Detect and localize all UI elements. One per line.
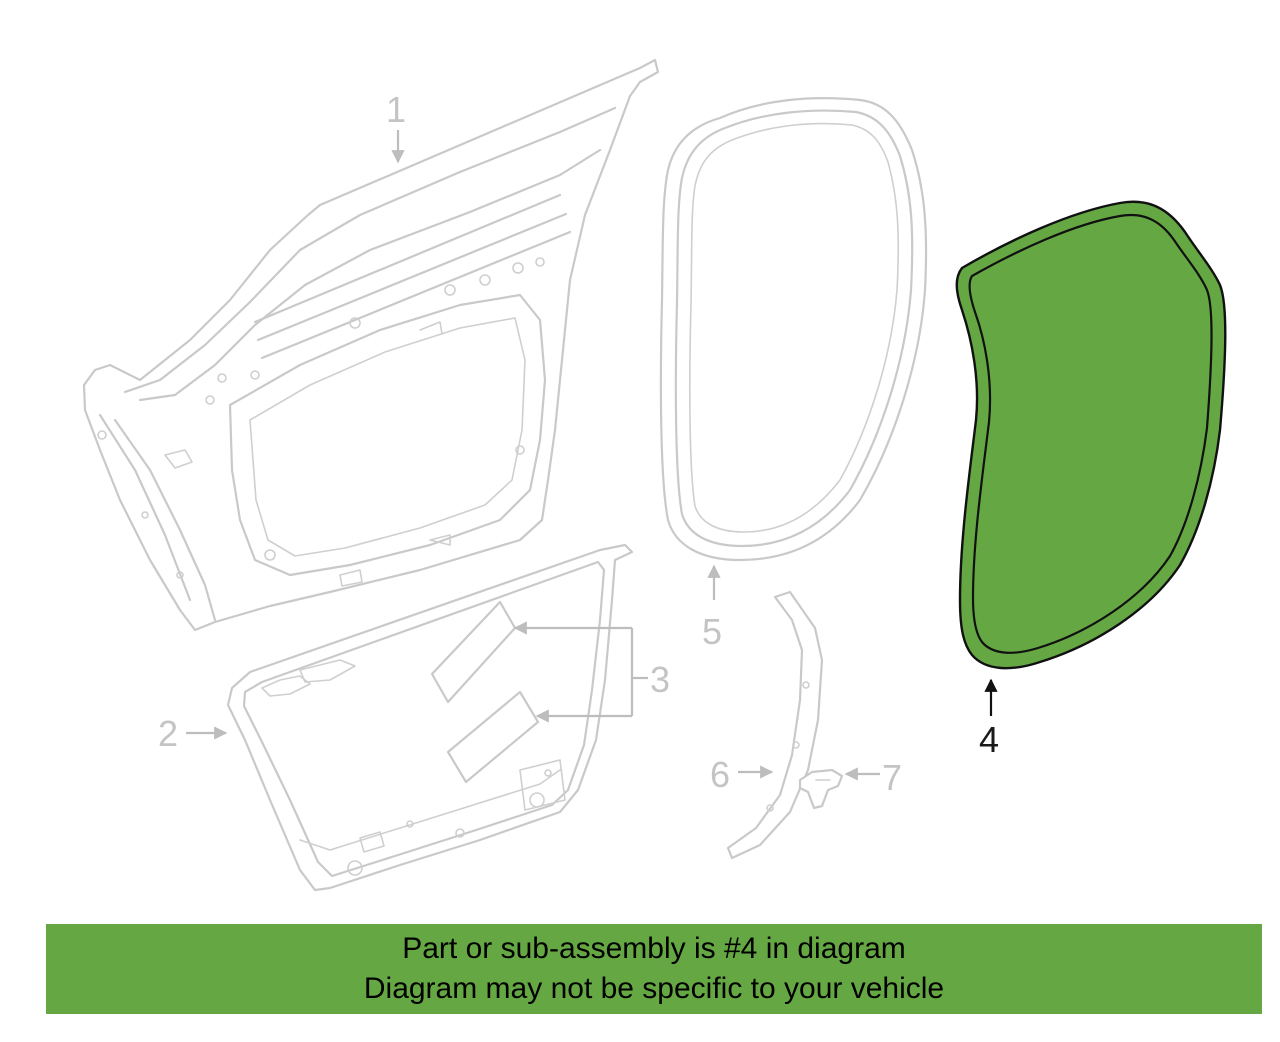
clip-part-7 [798, 768, 844, 810]
banner-line-part-number: Part or sub-assembly is #4 in diagram [402, 932, 906, 965]
callout-2-label: 2 [158, 713, 178, 754]
callout-7-label: 7 [882, 757, 902, 798]
callout-1-label: 1 [386, 89, 406, 130]
door-shell-part-1 [82, 58, 660, 632]
callout-4-label: 4 [979, 719, 999, 760]
callout-3: 3 [513, 621, 670, 723]
callout-3-label: 3 [650, 659, 670, 700]
info-banner: Part or sub-assembly is #4 in diagram Di… [46, 924, 1262, 1014]
seal-part-5 [659, 97, 928, 562]
highlighted-seal-part-4[interactable] [955, 200, 1227, 670]
callout-4: 4 [979, 678, 999, 760]
callout-7: 7 [844, 757, 902, 798]
trim-strip-part-6 [726, 590, 824, 860]
callout-5: 5 [702, 564, 722, 652]
banner-line-disclaimer: Diagram may not be specific to your vehi… [363, 972, 945, 1005]
callout-1: 1 [386, 89, 406, 164]
callout-2: 2 [158, 713, 228, 754]
callout-5-label: 5 [702, 611, 722, 652]
callout-6-label: 6 [710, 754, 730, 795]
callout-6: 6 [710, 754, 774, 795]
